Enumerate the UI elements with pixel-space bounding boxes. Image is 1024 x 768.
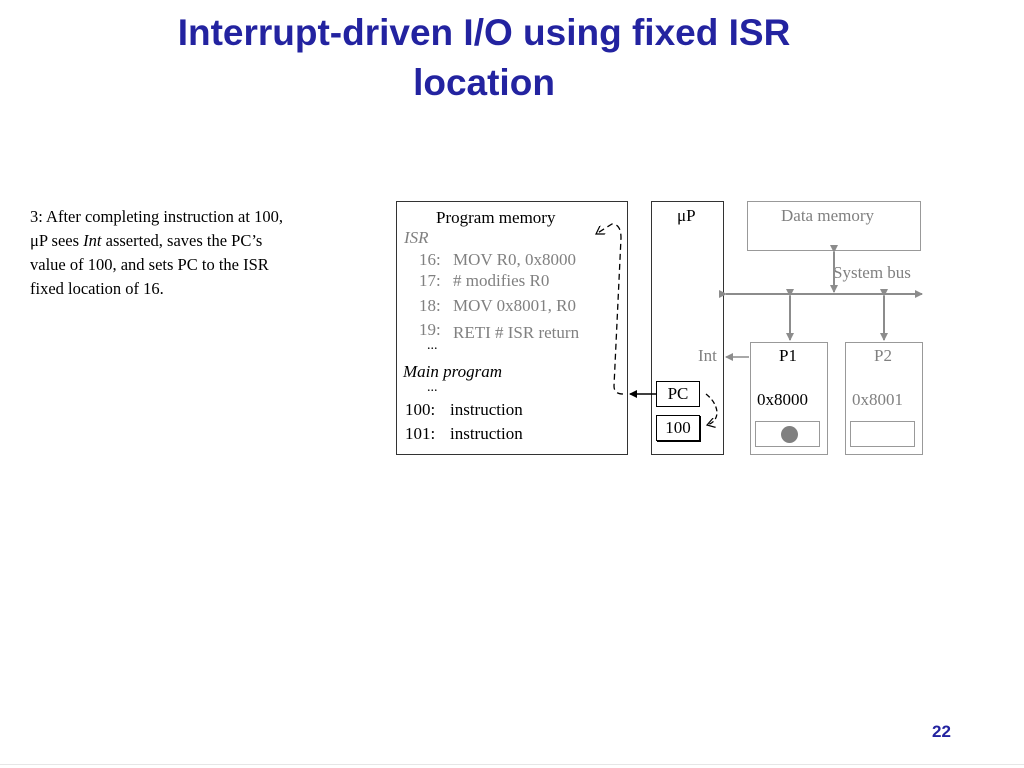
main-line-100-code: instruction	[450, 400, 523, 419]
main-line-100-addr: 100:	[405, 400, 436, 419]
peripheral-p2-register	[850, 421, 915, 447]
isr-jump-arrow	[596, 223, 624, 395]
peripheral-p2-box	[845, 342, 923, 455]
footer-divider	[0, 764, 1024, 765]
system-bus-label: System bus	[833, 263, 911, 282]
description-int-emphasis: Int	[83, 231, 102, 250]
main-line-101-code: instruction	[450, 424, 523, 443]
peripheral-p1-name: P1	[779, 346, 797, 365]
pc-register: PC	[656, 381, 700, 407]
slide-title-line-1: Interrupt-driven I/O using fixed ISR	[177, 12, 791, 53]
pc-value-box: 100	[656, 415, 700, 441]
main-line-101-addr: 101:	[405, 424, 436, 443]
isr-line-16-addr: 16:	[419, 250, 441, 269]
data-memory-label: Data memory	[781, 206, 874, 225]
isr-line-16-code: MOV R0, 0x8000	[453, 250, 576, 269]
isr-line-17-addr: 17:	[419, 271, 441, 290]
page-number: 22	[932, 722, 951, 741]
slide-title: Interrupt-driven I/O using fixed ISR loc…	[0, 8, 968, 108]
description-line-1: 3: After completing instruction at 100,	[30, 207, 283, 226]
peripheral-p1-address: 0x8000	[757, 390, 808, 409]
description-line-2-end: asserted, saves the PC’s	[101, 231, 263, 250]
peripheral-p1-box	[750, 342, 828, 455]
ellipsis-after-isr: ...	[427, 338, 438, 353]
isr-line-19-addr: 19:	[419, 320, 441, 339]
description-line-3: value of 100, and sets PC to the ISR	[30, 255, 269, 274]
int-label: Int	[698, 346, 717, 365]
peripheral-p2-name: P2	[874, 346, 892, 365]
description-line-4: fixed location of 16.	[30, 279, 164, 298]
peripheral-p2-address: 0x8001	[852, 390, 903, 409]
isr-label: ISR	[404, 228, 429, 247]
slide-title-line-2: location	[413, 62, 555, 103]
ellipsis-before-main: ...	[427, 380, 438, 395]
description-line-2-start: μP sees	[30, 231, 84, 250]
description-line-2: μP sees Int asserted, saves the PC’s	[30, 229, 350, 253]
pc-save-arrow	[705, 393, 718, 425]
main-program-label: Main program	[403, 362, 503, 381]
p1-data-dot	[781, 426, 798, 443]
isr-line-18-code: MOV 0x8001, R0	[453, 296, 576, 315]
program-memory-box	[396, 201, 628, 455]
isr-line-18-addr: 18:	[419, 296, 441, 315]
microprocessor-box	[651, 201, 724, 455]
microprocessor-label: μP	[677, 206, 696, 225]
program-memory-label: Program memory	[436, 208, 556, 227]
isr-line-19-code: RETI # ISR return	[453, 323, 580, 342]
step-description: 3: After completing instruction at 100, …	[30, 205, 350, 301]
isr-line-17-code: # modifies R0	[453, 271, 550, 290]
peripheral-p1-register	[755, 421, 820, 447]
